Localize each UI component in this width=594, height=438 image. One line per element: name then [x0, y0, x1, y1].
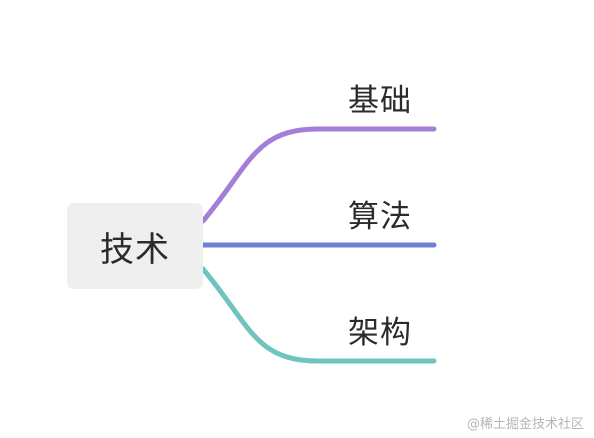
branch-node-jiagou[interactable]: 架构 — [348, 315, 412, 351]
watermark: @稀土掘金技术社区 — [466, 417, 584, 432]
branch-connector-jiagou — [200, 266, 437, 364]
branch-node-suanfa[interactable]: 算法 — [348, 199, 412, 235]
root-node-label: 技术 — [100, 229, 170, 270]
branch-node-jichu[interactable]: 基础 — [348, 83, 412, 119]
branch-connector-jichu — [200, 126, 437, 224]
root-node[interactable]: 技术 — [67, 203, 203, 289]
